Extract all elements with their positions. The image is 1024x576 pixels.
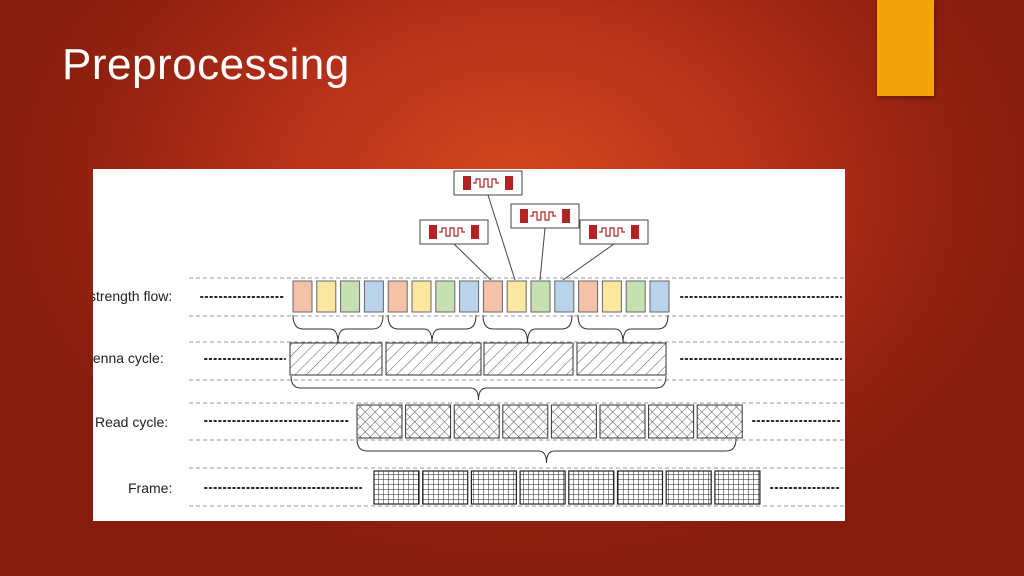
frame-block (714, 470, 761, 505)
signal-strength-tag (530, 280, 551, 313)
frame-block (568, 470, 615, 505)
antenna-cycle-block (576, 342, 667, 376)
frame-block (470, 470, 517, 505)
curly-brace (387, 314, 477, 344)
read-cycle-block (599, 404, 646, 439)
rfid-tag-icon (510, 203, 580, 229)
curly-brace (577, 314, 669, 344)
signal-strength-tag (316, 280, 337, 313)
rfid-tag-icon (453, 170, 523, 196)
diagram-canvas (189, 170, 845, 507)
read-cycle-block (405, 404, 452, 439)
preprocessing-diagram: strength flow: tenna cycle: Read cycle: … (93, 169, 845, 521)
signal-strength-tag (411, 280, 432, 313)
signal-strength-tag (506, 280, 527, 313)
frame-block (616, 470, 664, 505)
signal-strength-tag (554, 280, 575, 313)
signal-strength-tag (482, 280, 503, 313)
frame-block (519, 470, 566, 505)
signal-strength-tag (435, 280, 456, 313)
label-read-cycle: Read cycle: (95, 414, 169, 430)
antenna-cycle-block (289, 342, 383, 376)
rfid-tag-icon (419, 219, 489, 245)
curly-brace (356, 438, 737, 464)
signal-strength-tag (601, 280, 622, 313)
curly-brace (482, 314, 573, 344)
rfid-tag-icon (579, 219, 649, 245)
signal-strength-tag (340, 280, 361, 313)
signal-strength-tag (387, 280, 408, 313)
signal-strength-tag (363, 280, 384, 313)
label-frame: Frame: (128, 480, 173, 496)
label-signal-strength-flow: strength flow: (93, 288, 173, 304)
read-cycle-block (453, 404, 500, 439)
frame-block (373, 470, 420, 505)
signal-strength-tag (578, 280, 599, 313)
read-cycle-block (356, 404, 403, 439)
connector-line (562, 243, 615, 281)
frame-block (422, 470, 469, 505)
accent-bar (877, 0, 934, 96)
signal-strength-tag (649, 280, 670, 313)
connector-line (453, 243, 492, 281)
label-antenna-cycle: tenna cycle: (93, 350, 164, 366)
signal-strength-tag (459, 280, 480, 313)
curly-brace (290, 375, 667, 401)
read-cycle-block (502, 404, 549, 439)
read-cycle-block (696, 404, 743, 439)
slide-title: Preprocessing (62, 40, 350, 89)
signal-strength-tag (625, 280, 646, 313)
connector-line (487, 194, 516, 281)
signal-strength-tag (292, 280, 313, 313)
read-cycle-block (550, 404, 597, 439)
antenna-cycle-block (483, 342, 574, 376)
curly-brace (292, 314, 384, 344)
connector-line (539, 227, 546, 281)
read-cycle-block (648, 404, 695, 439)
frame-block (665, 470, 712, 505)
antenna-cycle-block (385, 342, 482, 376)
